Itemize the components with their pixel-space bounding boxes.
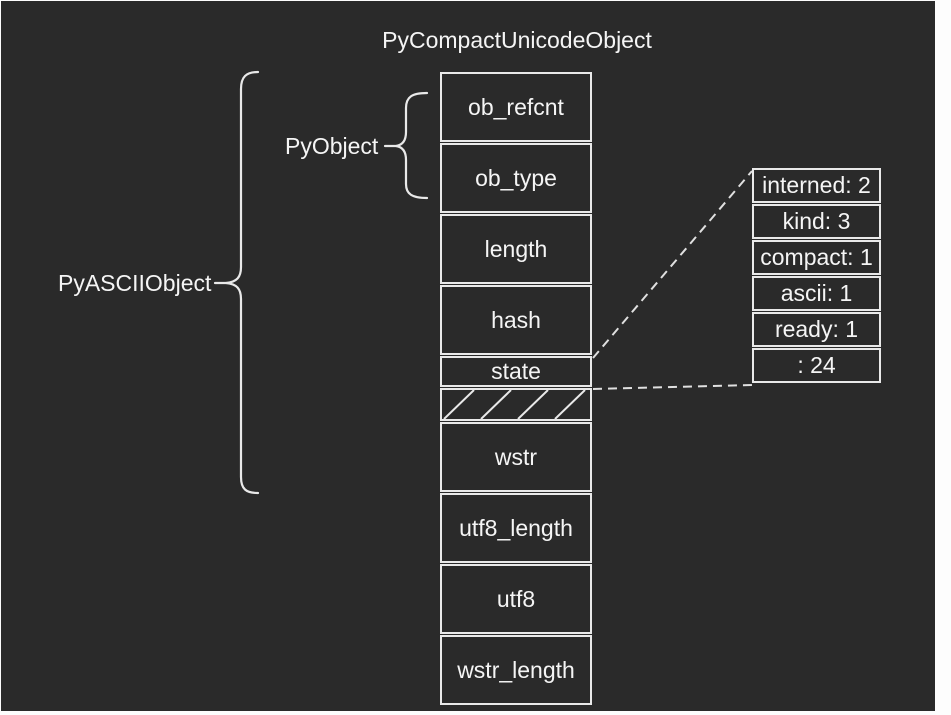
field-label: wstr_length [457,656,575,683]
field-label: hash [491,306,541,333]
callout-line-bottom [592,384,753,390]
bitfield-interned: interned: 2 [752,168,881,203]
diagram-background: PyCompactUnicodeObject PyObject PyASCIIO… [1,1,935,711]
callout-line-top [592,170,753,359]
bitfield-padding-24: : 24 [752,348,881,383]
bitfield-label: kind: 3 [782,208,851,234]
hatch-pattern [443,390,586,419]
field-label: ob_type [475,164,557,191]
bitfield-label: interned: 2 [762,172,871,198]
bitfield-label: ready: 1 [774,316,859,342]
bitfield-ascii: ascii: 1 [752,276,881,311]
bitfield-label: compact: 1 [760,244,873,270]
field-label: state [491,358,541,384]
field-label: utf8_length [459,514,573,541]
struct-field-stack: ob_refcnt ob_type length hash state wstr… [440,72,592,705]
field-label: ob_refcnt [468,93,564,120]
state-bitfield-box: interned: 2 kind: 3 compact: 1 ascii: 1 … [752,168,881,383]
pyascii-label: PyASCIIObject [58,270,212,296]
bitfield-label: ascii: 1 [780,280,853,306]
bitfield-compact: compact: 1 [752,240,881,275]
field-state: state [440,356,592,387]
field-label: wstr [494,443,538,470]
bitfield-label: : 24 [797,352,836,378]
field-wstr-length: wstr_length [440,635,592,705]
field-wstr: wstr [440,422,592,492]
bitfield-kind: kind: 3 [752,204,881,239]
field-label: length [484,235,548,262]
field-ob-refcnt: ob_refcnt [440,72,592,142]
field-hash: hash [440,285,592,355]
pyobject-brace [395,91,429,200]
field-label: utf8 [496,585,536,612]
diagram-title: PyCompactUnicodeObject [382,27,652,53]
pyascii-brace [225,70,260,495]
bitfield-ready: ready: 1 [752,312,881,347]
pyobject-label: PyObject [285,133,379,159]
connector-overlay [213,70,753,495]
field-padding-hatched [440,388,592,421]
field-length: length [440,214,592,284]
field-utf8-length: utf8_length [440,493,592,563]
field-utf8: utf8 [440,564,592,634]
field-ob-type: ob_type [440,143,592,213]
